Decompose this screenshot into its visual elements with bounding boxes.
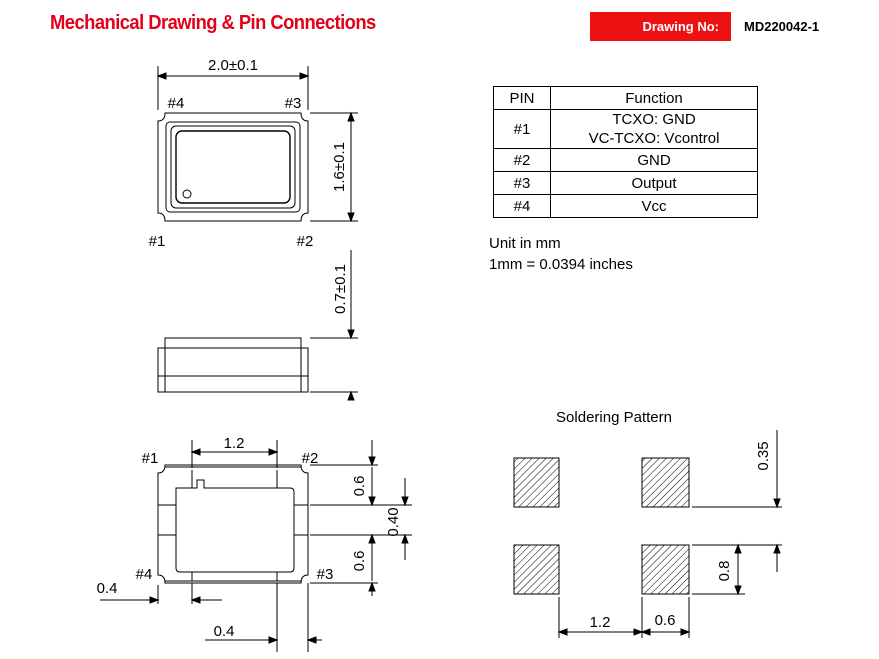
top-view xyxy=(156,66,358,223)
function-cell: Output xyxy=(550,171,758,195)
table-row: #3 Output xyxy=(493,171,758,195)
bottom-dim-right-c: 0.6 xyxy=(351,551,368,572)
pin-cell: #1 xyxy=(493,109,551,149)
function-line: VC-TCXO: Vcontrol xyxy=(588,130,720,147)
function-cell: TCXO: GND VC-TCXO: Vcontrol xyxy=(550,109,758,149)
conversion-line: 1mm = 0.0394 inches xyxy=(489,256,633,273)
pin-cell: #3 xyxy=(493,171,551,195)
function-line: TCXO: GND xyxy=(612,111,696,128)
table-row: #2 GND xyxy=(493,148,758,172)
pin-cell: #2 xyxy=(493,148,551,172)
units-note: Unit in mm 1mm = 0.0394 inches xyxy=(489,233,633,275)
bottom-pin1-label: #1 xyxy=(142,450,159,467)
function-cell: GND xyxy=(550,148,758,172)
solder-dim-pad-w: 0.6 xyxy=(655,612,676,629)
unit-line: Unit in mm xyxy=(489,235,561,252)
table-row: #4 Vcc xyxy=(493,194,758,218)
solder-dim-pitch: 1.2 xyxy=(590,614,611,631)
solder-pad-2 xyxy=(641,457,690,508)
solder-pad-4 xyxy=(513,544,560,595)
drawing-number: MD220042-1 xyxy=(744,19,820,34)
top-height-dim: 1.6±0.1 xyxy=(331,142,348,192)
bottom-pin2-label: #2 xyxy=(302,450,319,467)
soldering-pattern xyxy=(513,430,782,638)
side-view xyxy=(157,250,358,401)
table-header-pin: PIN xyxy=(493,86,551,110)
soldering-title: Soldering Pattern xyxy=(556,409,672,426)
table-header-function: Function xyxy=(550,86,758,110)
bottom-dim-top: 1.2 xyxy=(224,435,245,452)
solder-dim-pad-h: 0.8 xyxy=(716,561,733,582)
page-title: Mechanical Drawing & Pin Connections xyxy=(50,12,376,34)
top-pin4-label: #4 xyxy=(168,95,185,112)
top-width-dim: 2.0±0.1 xyxy=(208,57,258,74)
top-pin2-label: #2 xyxy=(297,233,314,250)
side-thickness-dim: 0.7±0.1 xyxy=(332,264,349,314)
pin-function-table: PIN Function #1 TCXO: GND VC-TCXO: Vcont… xyxy=(493,86,758,218)
bottom-dim-right-b: 0.40 xyxy=(385,507,402,536)
top-pin1-label: #1 xyxy=(149,233,166,250)
bottom-pin3-label: #3 xyxy=(317,566,334,583)
solder-pad-3 xyxy=(641,544,690,595)
function-cell: Vcc xyxy=(550,194,758,218)
table-row: #1 TCXO: GND VC-TCXO: Vcontrol xyxy=(493,109,758,149)
bottom-dim-left-bottom: 0.4 xyxy=(97,580,118,597)
bottom-view xyxy=(100,440,412,652)
bottom-dim-right-a: 0.6 xyxy=(351,476,368,497)
pin-cell: #4 xyxy=(493,194,551,218)
drawing-number-label: Drawing No: xyxy=(590,12,731,41)
bottom-dim-bottom: 0.4 xyxy=(214,623,235,640)
top-pin3-label: #3 xyxy=(285,95,302,112)
bottom-pin4-label: #4 xyxy=(136,566,153,583)
solder-dim-gap: 0.35 xyxy=(755,441,772,470)
solder-pad-1 xyxy=(513,457,560,508)
